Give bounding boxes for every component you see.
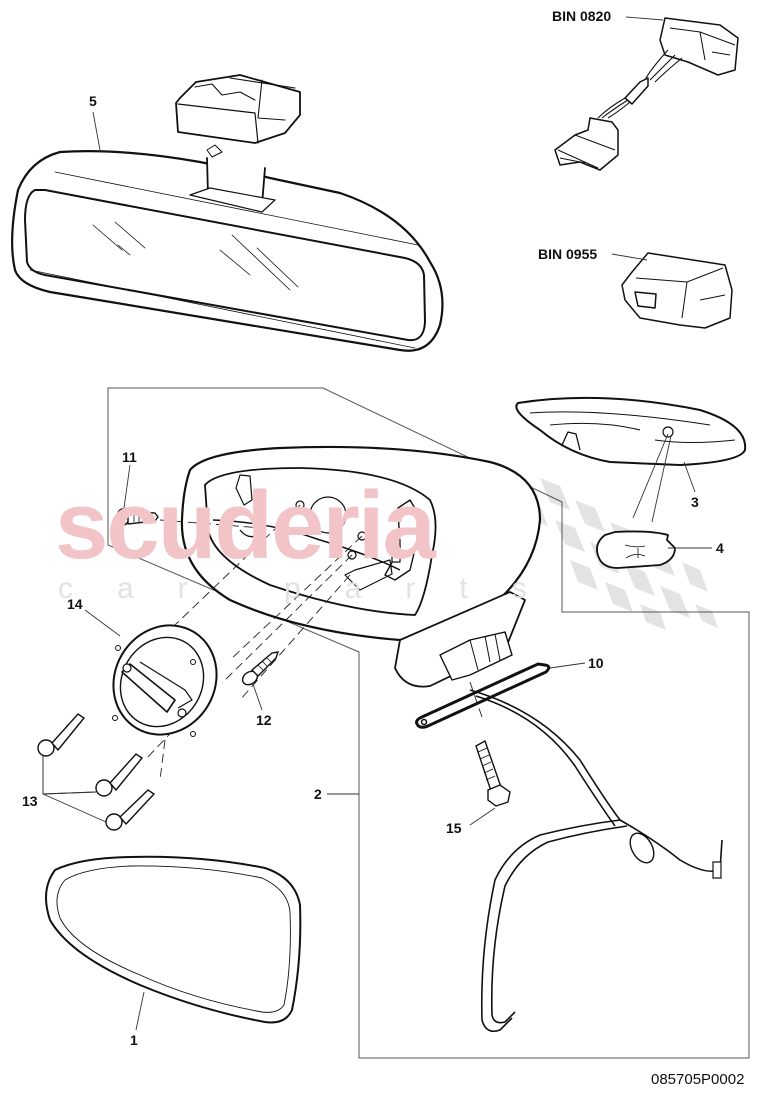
adapter-harness: [554, 17, 739, 171]
callout-leader-12: [252, 683, 263, 711]
interior-mirror: [11, 74, 444, 352]
gasket: [415, 662, 551, 729]
callout-leader-3: [683, 461, 696, 493]
callout-12: 12: [256, 712, 272, 728]
diagram-reference-code: 085705P0002: [651, 1071, 745, 1088]
watermark-sub: car parts: [58, 572, 571, 605]
screws-13: [37, 713, 156, 831]
callout-leader-13b: [42, 756, 107, 823]
callout-leader-13: [42, 756, 97, 795]
bulb: [596, 530, 676, 569]
adjustment-motor: [112, 624, 218, 737]
callout-leader-11: [123, 464, 131, 509]
callout-4: 4: [716, 540, 724, 556]
callout-14: 14: [67, 596, 83, 612]
sensor-module: [621, 252, 733, 329]
callout-leader-bin0955: [611, 253, 648, 261]
bolt-15: [475, 739, 511, 807]
callout-bin0955: BIN 0955: [538, 246, 598, 262]
callout-leader-10: [549, 662, 586, 669]
callout-leader-bin0820: [625, 16, 664, 21]
mirror-glass: [45, 855, 302, 1024]
callout-13: 13: [22, 793, 38, 809]
callout-3: 3: [691, 494, 699, 510]
callout-leader-15: [469, 807, 496, 826]
assembly-frame: [107, 387, 750, 1059]
wiring-harness: [469, 689, 723, 1033]
callout-leader-14: [84, 609, 121, 637]
callout-leader-5: [92, 111, 101, 151]
callout-1: 1: [130, 1032, 138, 1048]
watermark-main: scuderia: [55, 472, 436, 579]
callout-bin0820: BIN 0820: [552, 8, 612, 24]
callout-2: 2: [314, 786, 322, 802]
callout-15: 15: [446, 820, 462, 836]
callout-11: 11: [122, 449, 137, 465]
mirror-lower-cover: [515, 396, 747, 523]
exterior-mirror-housing: [180, 445, 542, 688]
screw-11: [116, 508, 159, 526]
callout-10: 10: [588, 655, 604, 671]
callout-5: 5: [89, 93, 97, 109]
screw-12: [241, 651, 280, 686]
callout-leader-1: [135, 991, 145, 1031]
assembly-guide-lines: [144, 504, 484, 781]
